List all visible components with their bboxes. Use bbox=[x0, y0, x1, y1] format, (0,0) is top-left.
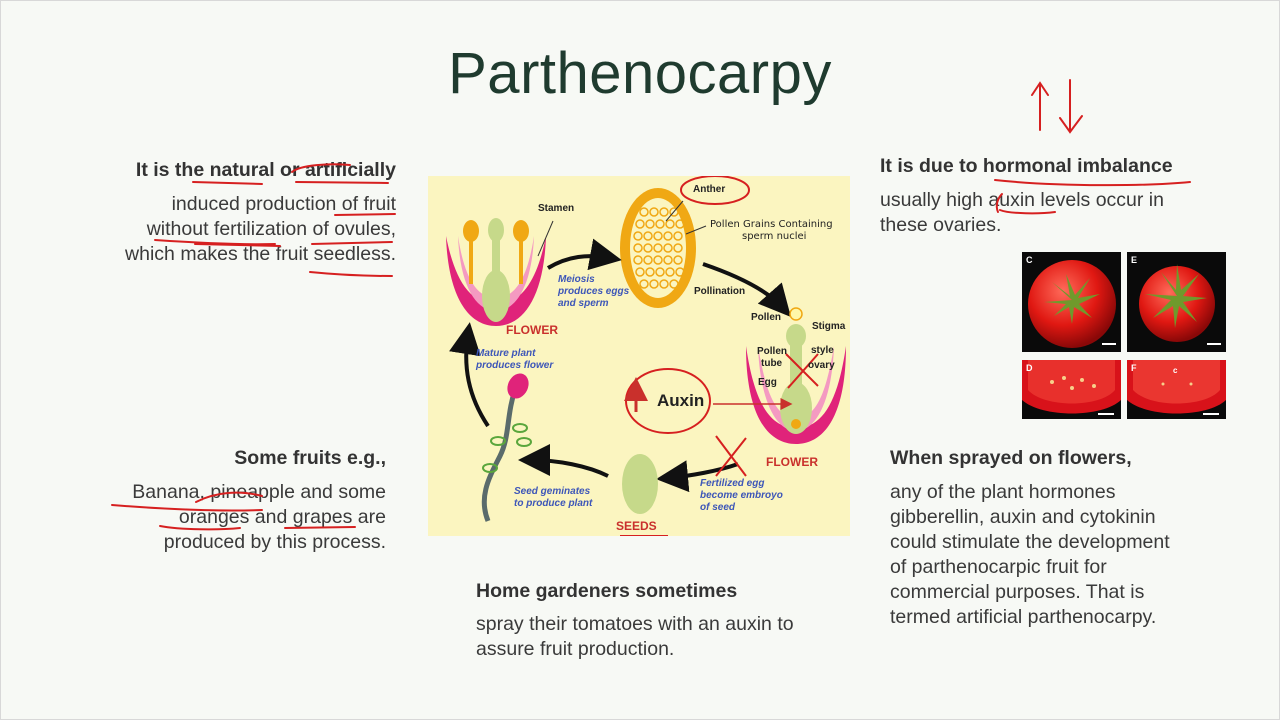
right-bottom-line-4: of parthenocarpic fruit for bbox=[890, 556, 1107, 578]
label-stamen: Stamen bbox=[538, 203, 575, 214]
center-bottom-line-2: assure fruit production. bbox=[476, 638, 675, 660]
photo-label-f: F bbox=[1131, 363, 1137, 373]
left-bottom-line-3: produced by this process. bbox=[163, 531, 386, 553]
right-bottom-line-3: could stimulate the development bbox=[890, 531, 1170, 553]
right-top-line-2: these ovaries. bbox=[880, 214, 1002, 236]
label-meiosis-line-2: produces eggs bbox=[558, 286, 630, 297]
right-bottom-line-1: any of the plant hormones bbox=[890, 481, 1116, 503]
label-fertilized-egg-line-3: of seed bbox=[700, 502, 736, 513]
label-mature-plant-line-2: produces flower bbox=[476, 360, 554, 371]
photo-label-d: D bbox=[1026, 363, 1033, 373]
label-style: style bbox=[811, 345, 834, 356]
left-bottom-body: Banana, pineapple and some oranges and g… bbox=[80, 480, 386, 555]
label-seeds: SEEDS bbox=[616, 519, 657, 533]
right-bottom-line-2: gibberellin, auxin and cytokinin bbox=[890, 506, 1156, 528]
flower-top-icon bbox=[446, 218, 546, 326]
label-pollen-tube: Pollen tube bbox=[757, 346, 787, 370]
tomato-photo-e: E bbox=[1127, 252, 1226, 352]
label-seed-germinates-line-2: to produce plant bbox=[514, 498, 593, 509]
label-seed-germinates-line-1: Seed geminates bbox=[514, 486, 591, 497]
label-fertilized-egg-line-1: Fertilized egg bbox=[700, 478, 765, 489]
label-anther: Anther bbox=[693, 184, 726, 195]
label-pollen-tube-line-2: tube bbox=[761, 358, 783, 369]
label-meiosis: Meiosis produces eggs and sperm bbox=[558, 274, 629, 310]
tomato-cut-icon bbox=[1127, 360, 1226, 415]
sprout-icon bbox=[481, 373, 532, 522]
left-bottom-line-2: oranges and grapes are bbox=[178, 506, 386, 528]
seed-icon bbox=[622, 454, 658, 514]
right-top-heading: It is due to hormonal imbalance bbox=[880, 155, 1173, 177]
label-flower-top: FLOWER bbox=[506, 323, 558, 337]
left-bottom-heading: Some fruits e.g., bbox=[234, 447, 386, 469]
left-top-body: induced production of fruit without fert… bbox=[80, 192, 396, 267]
label-pollen-grains-line-1: Pollen Grains Containing bbox=[710, 219, 833, 230]
left-top-line-1: induced production of fruit bbox=[171, 193, 396, 215]
label-fertilized-egg-line-2: become embroyo bbox=[700, 490, 783, 501]
right-top-body: usually high auxin levels occur in these… bbox=[880, 188, 1240, 238]
tomato-photo-c: C bbox=[1022, 252, 1121, 352]
photo-inner-label: c bbox=[1173, 366, 1178, 375]
left-bottom-line-1: Banana, pineapple and some bbox=[132, 481, 386, 503]
photo-label-c: C bbox=[1026, 255, 1033, 265]
right-bottom-body: any of the plant hormones gibberellin, a… bbox=[890, 480, 1250, 630]
left-top-heading: It is the natural or artificially bbox=[135, 159, 396, 181]
center-bottom-body: spray their tomatoes with an auxin to as… bbox=[476, 612, 846, 662]
center-bottom-heading: Home gardeners sometimes bbox=[476, 580, 738, 602]
life-cycle-diagram: Stamen Anther Pollen Grains Containing s… bbox=[428, 176, 850, 536]
label-pollination: Pollination bbox=[694, 286, 746, 297]
slide-title: Parthenocarpy bbox=[448, 41, 832, 106]
label-fertilized-egg: Fertilized egg become embroyo of seed bbox=[700, 478, 783, 514]
label-pollen-grains-line-2: sperm nuclei bbox=[742, 231, 807, 242]
tomato-photo-f: F c bbox=[1127, 360, 1226, 419]
life-cycle-drawing bbox=[446, 176, 846, 536]
label-flower-bottom: FLOWER bbox=[766, 455, 818, 469]
right-bottom-line-6: termed artificial parthenocarpy. bbox=[890, 606, 1157, 628]
label-auxin: Auxin bbox=[657, 391, 705, 410]
label-egg: Egg bbox=[758, 377, 777, 388]
tomato-whole-icon bbox=[1028, 260, 1116, 348]
label-pollen-grains: Pollen Grains Containing sperm nuclei bbox=[710, 219, 833, 243]
tomato-cut-icon bbox=[1022, 360, 1121, 415]
left-top-line-2: without fertilization of ovules, bbox=[146, 218, 396, 240]
label-seed-germinates: Seed geminates to produce plant bbox=[514, 486, 592, 510]
center-bottom-line-1: spray their tomatoes with an auxin to bbox=[476, 613, 794, 635]
flower-bottom-icon bbox=[746, 324, 846, 444]
label-meiosis-line-3: and sperm bbox=[558, 298, 609, 309]
right-bottom-heading: When sprayed on flowers, bbox=[890, 447, 1132, 469]
label-ovary: ovary bbox=[808, 360, 835, 371]
label-meiosis-line-1: Meiosis bbox=[558, 274, 595, 285]
label-pollen: Pollen bbox=[751, 312, 782, 323]
label-mature-plant-line-1: Mature plant bbox=[476, 348, 536, 359]
label-pollen-tube-line-1: Pollen bbox=[757, 346, 788, 357]
anther-icon bbox=[620, 188, 696, 308]
left-top-line-3: which makes the fruit seedless. bbox=[125, 243, 396, 265]
tomato-whole-icon bbox=[1139, 264, 1221, 345]
right-top-line-1: usually high auxin levels occur in bbox=[880, 189, 1164, 211]
right-bottom-line-5: commercial purposes. That is bbox=[890, 581, 1145, 603]
tomato-photo-d: D bbox=[1022, 360, 1121, 419]
photo-label-e: E bbox=[1131, 255, 1138, 265]
label-stigma: Stigma bbox=[812, 321, 846, 332]
label-mature-plant: Mature plant produces flower bbox=[476, 348, 553, 372]
